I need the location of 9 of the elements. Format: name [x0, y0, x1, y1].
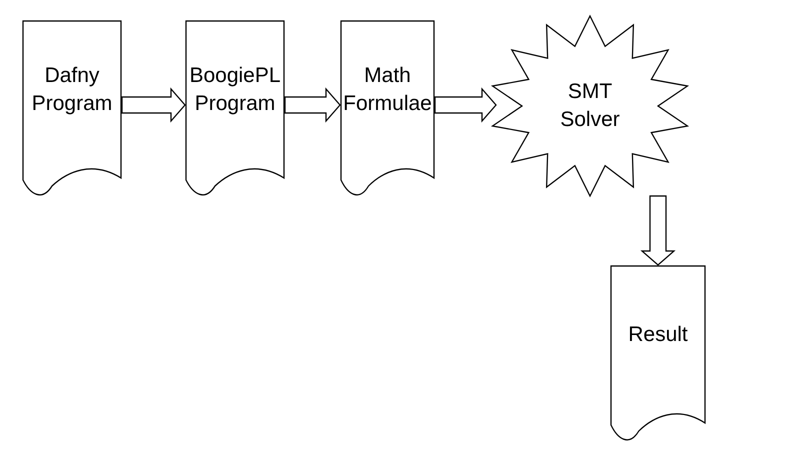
block-arrow: [284, 87, 341, 123]
block-arrow: [121, 87, 186, 123]
node-label: Math Formulae: [342, 63, 433, 117]
node-label: BoogiePL Program: [189, 63, 281, 117]
node-label: SMT Solver: [559, 79, 621, 133]
node-label: Result: [628, 322, 688, 348]
block-arrow: [640, 195, 676, 266]
node-label: Dafny Program: [30, 63, 114, 117]
block-arrow: [434, 87, 497, 123]
